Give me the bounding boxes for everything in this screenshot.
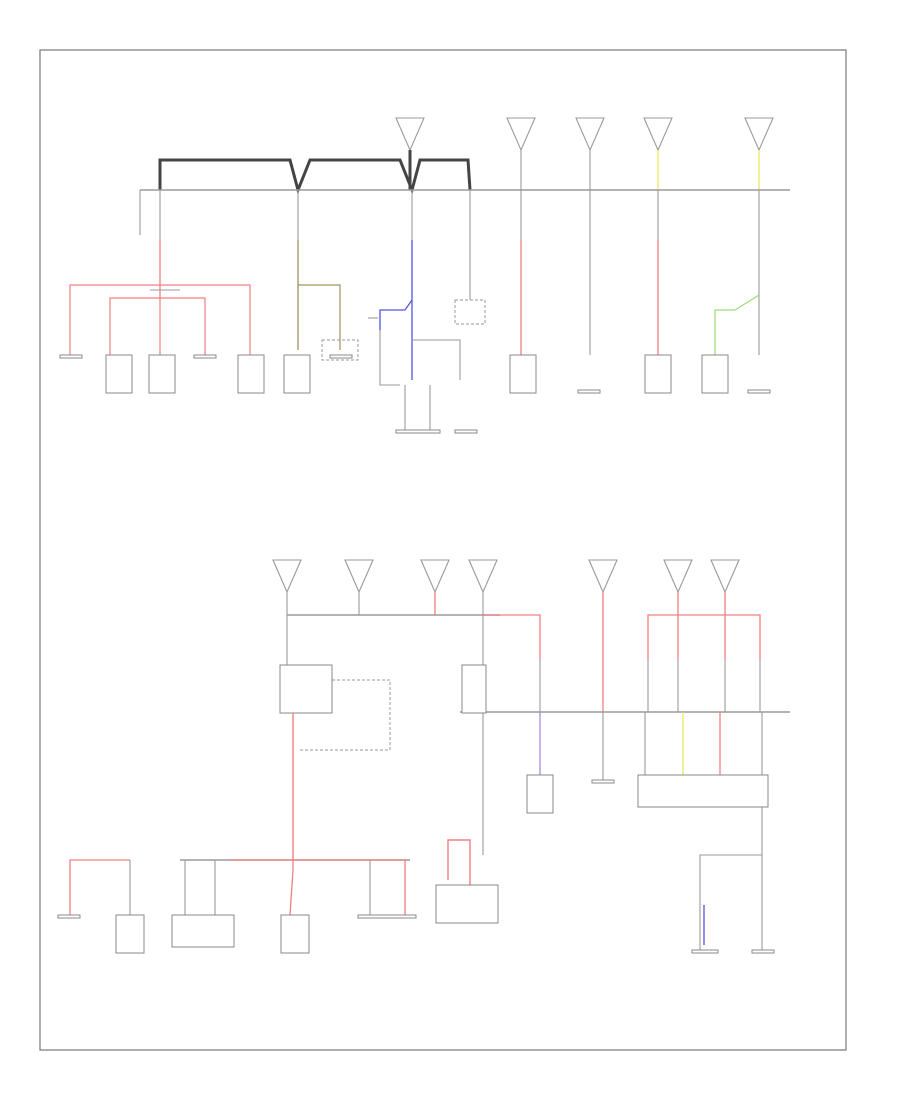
bottom-component-1	[526, 774, 554, 814]
component-14	[747, 389, 771, 394]
bottom-component-11	[691, 949, 719, 954]
bottom-component-12	[751, 949, 775, 954]
left-red-feeder	[69, 859, 130, 915]
top-section	[59, 117, 790, 434]
relay-tie	[412, 339, 461, 380]
red-bus	[230, 859, 406, 915]
bottom-ground-point-5	[588, 559, 618, 594]
bottom-ground-points	[272, 559, 740, 594]
component-3	[148, 354, 176, 394]
bottom-ground-point-1	[272, 559, 302, 594]
ground-point-1	[395, 117, 425, 152]
component-13	[701, 354, 729, 394]
top-ground-points	[395, 117, 774, 152]
ground-point-4	[643, 117, 673, 152]
component-9	[454, 429, 478, 434]
central-module	[279, 664, 333, 714]
component-16	[321, 339, 359, 361]
bottom-component-10	[461, 664, 487, 714]
component-7	[329, 354, 353, 359]
bottom-component-9	[357, 914, 417, 919]
component-5	[237, 354, 265, 394]
thick-feed-line	[158, 158, 472, 195]
component-1	[59, 354, 83, 359]
component-10	[509, 354, 537, 394]
ground-point-3	[575, 117, 605, 152]
component-15	[454, 299, 486, 325]
red-feed-1	[483, 614, 541, 660]
bottom-component-5	[57, 914, 81, 919]
bottom-ground-point-4	[468, 559, 498, 594]
component-4	[193, 354, 217, 359]
red-bus-drop	[289, 860, 294, 916]
top-components	[59, 299, 771, 434]
relay-return	[379, 330, 400, 386]
green-branch	[714, 294, 760, 355]
olive-branch	[298, 284, 341, 350]
component-6	[283, 354, 311, 394]
bottom-component-7	[171, 914, 235, 948]
bottom-drops	[184, 860, 371, 915]
power-rail-1	[69, 284, 251, 355]
bottom-ground-point-2	[344, 559, 374, 594]
bottom-branches	[464, 660, 763, 855]
component-12	[644, 354, 672, 394]
bottom-ground-point-6	[663, 559, 693, 594]
bottom-ground-point-7	[710, 559, 740, 594]
bottom-component-3	[637, 774, 769, 808]
bottom-components	[57, 664, 775, 954]
component-2	[105, 354, 133, 394]
red-feed-right	[647, 614, 761, 660]
component-11	[577, 389, 601, 394]
blue-wire-1	[379, 299, 413, 330]
bottom-ground-point-3	[420, 559, 450, 594]
central-module-link	[300, 679, 391, 751]
right-ground-branch	[699, 854, 762, 950]
bottom-component-2	[591, 779, 615, 784]
blue-relay-network	[368, 299, 461, 430]
bottom-section	[57, 559, 790, 954]
ground-point-5	[744, 117, 774, 152]
bottom-component-4	[435, 884, 499, 924]
ground-point-2	[506, 117, 536, 152]
red-loop	[447, 839, 471, 885]
bottom-component-6	[115, 914, 145, 954]
bottom-component-8	[280, 914, 310, 954]
power-rail-2	[109, 297, 206, 355]
left-power-cluster	[69, 284, 251, 355]
component-8	[395, 429, 441, 434]
diagram-frame	[39, 49, 847, 1051]
